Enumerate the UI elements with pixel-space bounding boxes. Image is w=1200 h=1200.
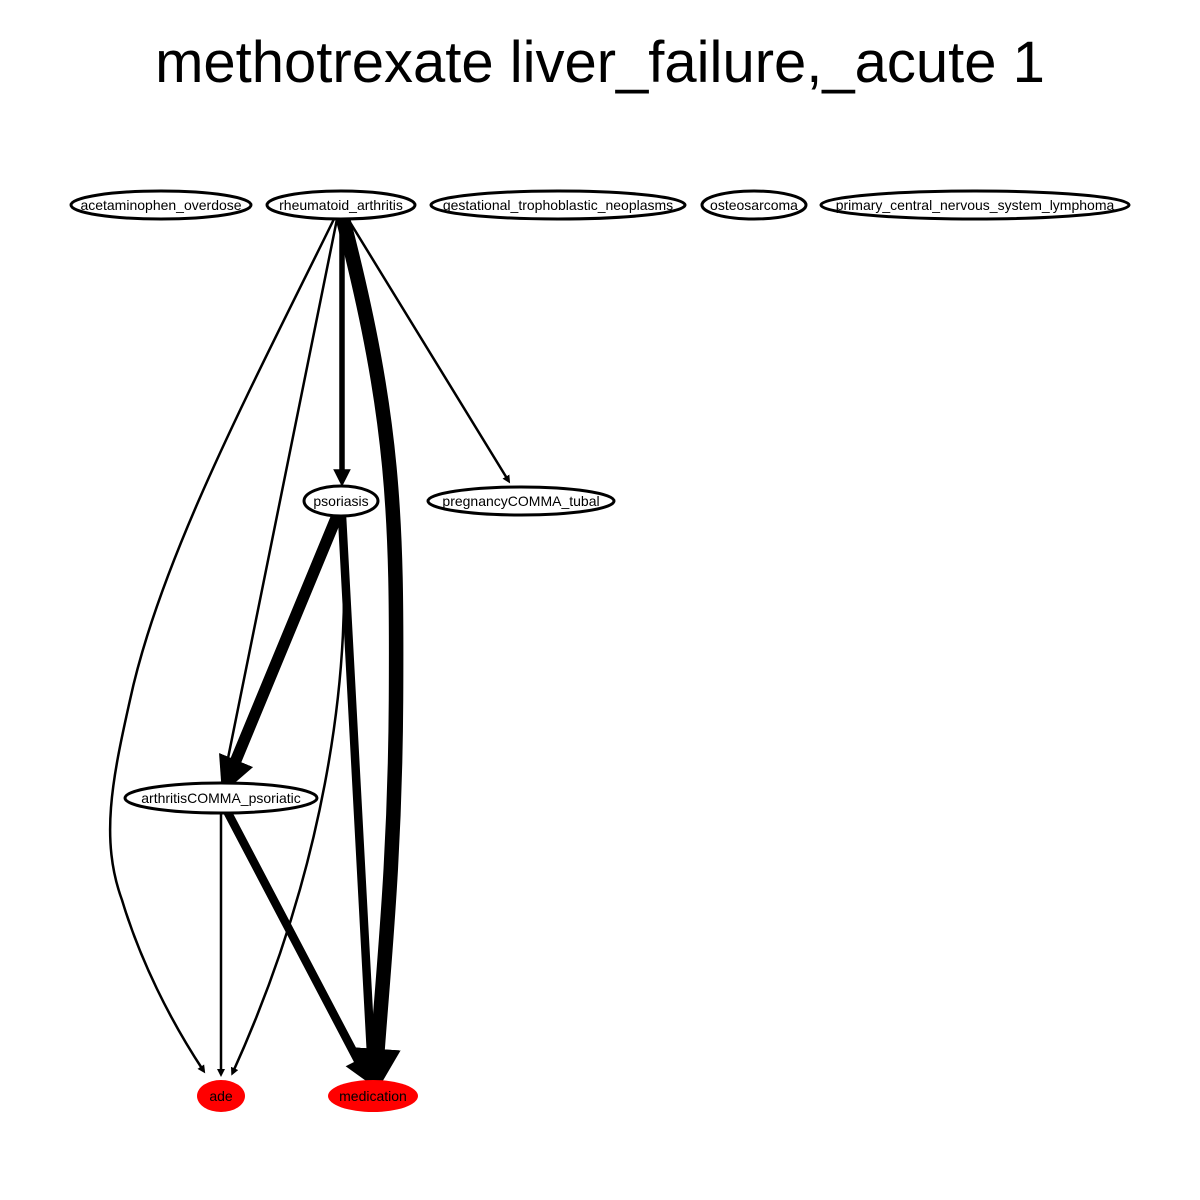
node-label-acetaminophen_overdose: acetaminophen_overdose bbox=[80, 197, 241, 213]
node-shape-osteosarcoma bbox=[700, 189, 808, 221]
node-shape-primary_central_nervous_system_lymphoma bbox=[819, 189, 1131, 221]
node-label-arthritisCOMMA_psoriatic: arthritisCOMMA_psoriatic bbox=[141, 790, 300, 806]
node-label-primary_central_nervous_system_lymphoma: primary_central_nervous_system_lymphoma bbox=[836, 197, 1115, 213]
node-label-rheumatoid_arthritis: rheumatoid_arthritis bbox=[279, 197, 403, 213]
edge-rheumatoid_arthritis-to-ade bbox=[108, 217, 336, 1074]
node-pregnancyCOMMA_tubal: pregnancyCOMMA_tubal bbox=[426, 485, 616, 517]
node-shape-pregnancyCOMMA_tubal bbox=[426, 485, 616, 517]
node-primary_central_nervous_system_lymphoma: primary_central_nervous_system_lymphoma bbox=[819, 189, 1131, 221]
node-medication: medication bbox=[328, 1080, 418, 1112]
node-arthritisCOMMA_psoriatic: arthritisCOMMA_psoriatic bbox=[123, 781, 319, 815]
node-shape-arthritisCOMMA_psoriatic bbox=[123, 781, 319, 815]
node-osteosarcoma: osteosarcoma bbox=[700, 189, 808, 221]
node-shape-acetaminophen_overdose bbox=[69, 189, 253, 221]
node-label-pregnancyCOMMA_tubal: pregnancyCOMMA_tubal bbox=[442, 493, 599, 509]
node-label-ade: ade bbox=[209, 1088, 233, 1104]
diagram-title: methotrexate liver_failure,_acute 1 bbox=[155, 30, 1045, 95]
node-label-osteosarcoma: osteosarcoma bbox=[710, 197, 798, 213]
edge-psoriasis-to-arthritisCOMMA_psoriatic bbox=[219, 510, 343, 795]
node-shape-ade bbox=[197, 1080, 245, 1112]
node-rheumatoid_arthritis: rheumatoid_arthritis bbox=[265, 189, 417, 221]
edge-psoriasis-to-medication bbox=[337, 511, 385, 1086]
node-shape-gestational_trophoblastic_neoplasms bbox=[429, 189, 687, 221]
node-gestational_trophoblastic_neoplasms: gestational_trophoblastic_neoplasms bbox=[429, 189, 687, 221]
node-label-psoriasis: psoriasis bbox=[313, 493, 368, 509]
node-shape-psoriasis bbox=[302, 484, 380, 518]
node-shape-rheumatoid_arthritis bbox=[265, 189, 417, 221]
edge-rheumatoid_arthritis-to-arthritisCOMMA_psoriatic bbox=[220, 217, 339, 782]
edge-arthritisCOMMA_psoriatic-to-medication bbox=[223, 808, 371, 1085]
edge-rheumatoid_arthritis-to-medication bbox=[335, 211, 404, 1096]
node-shape-medication bbox=[328, 1080, 418, 1112]
node-label-gestational_trophoblastic_neoplasms: gestational_trophoblastic_neoplasms bbox=[443, 197, 673, 213]
edges-layer bbox=[108, 211, 511, 1096]
node-psoriasis: psoriasis bbox=[302, 484, 380, 518]
node-ade: ade bbox=[197, 1080, 245, 1112]
edge-rheumatoid_arthritis-to-pregnancyCOMMA_tubal bbox=[346, 217, 511, 484]
node-acetaminophen_overdose: acetaminophen_overdose bbox=[69, 189, 253, 221]
nodes-layer: acetaminophen_overdose rheumatoid_arthrit… bbox=[69, 189, 1131, 1112]
node-label-medication: medication bbox=[339, 1088, 407, 1104]
